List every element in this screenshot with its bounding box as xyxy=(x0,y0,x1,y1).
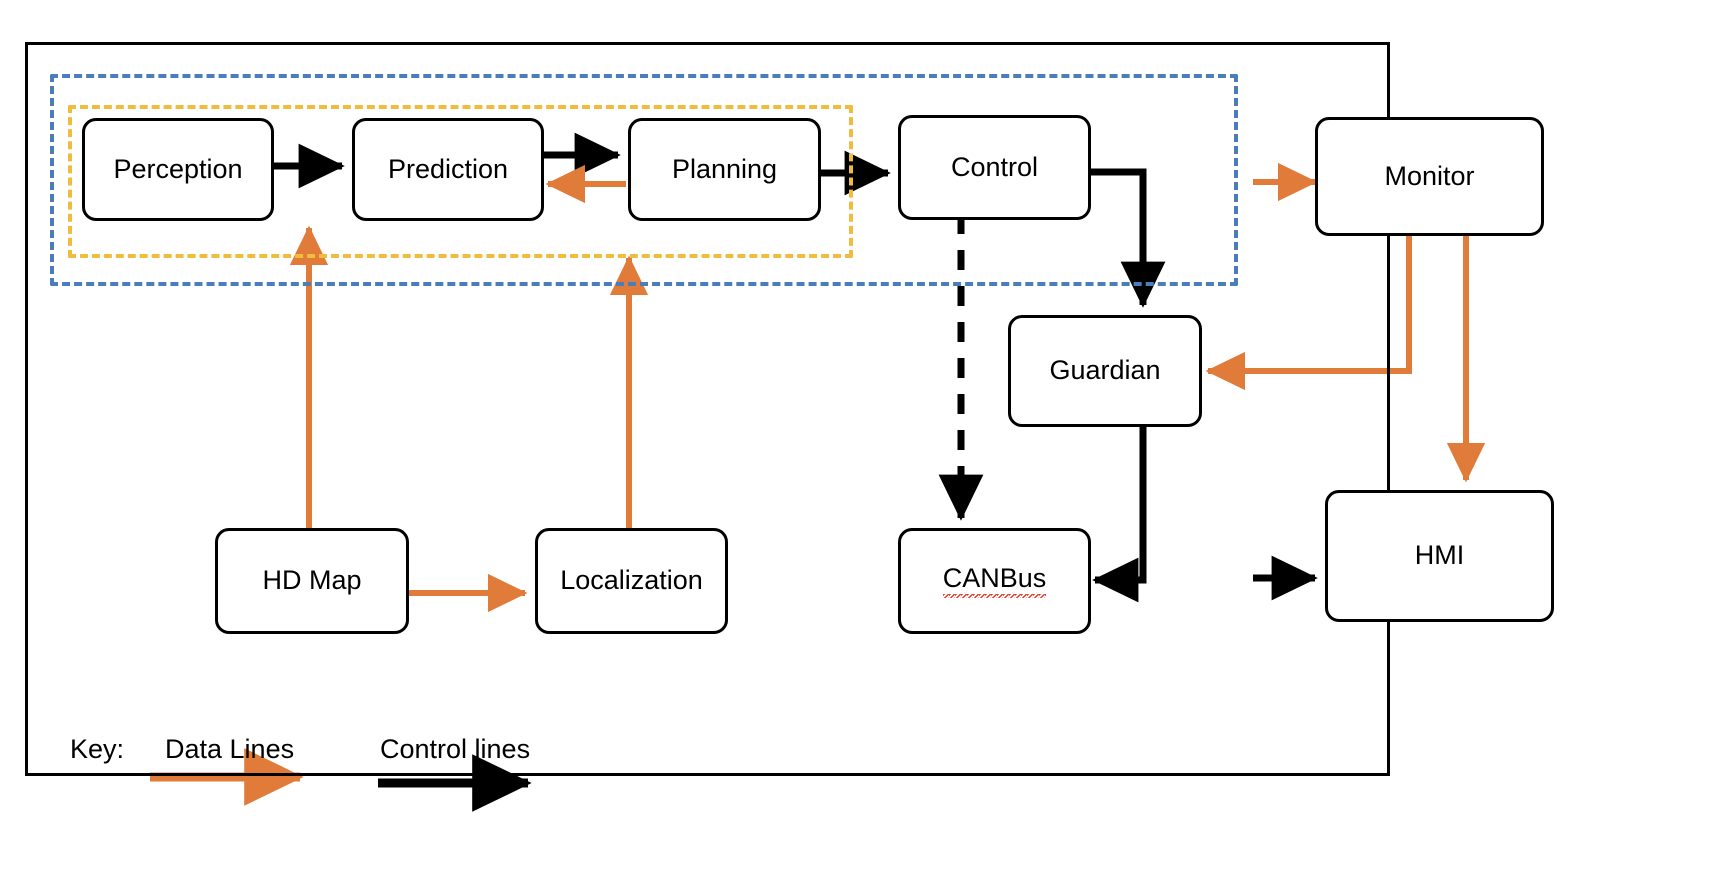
node-prediction[interactable]: Prediction xyxy=(352,118,544,221)
node-perception[interactable]: Perception xyxy=(82,118,274,221)
node-hmi-label: HMI xyxy=(1414,540,1465,571)
key-legend: Key: Data Lines Control lines xyxy=(70,722,690,822)
key-control-lines-label: Control lines xyxy=(380,734,531,764)
node-canbus[interactable]: CANBus xyxy=(898,528,1091,634)
system-boundary-container xyxy=(25,42,1390,776)
node-control[interactable]: Control xyxy=(898,115,1091,220)
node-perception-label: Perception xyxy=(113,153,243,184)
node-monitor[interactable]: Monitor xyxy=(1315,117,1544,236)
node-planning-label: Planning xyxy=(671,153,778,184)
key-title: Key: xyxy=(70,734,125,764)
node-monitor-label: Monitor xyxy=(1384,160,1475,191)
node-canbus-label: CANBus xyxy=(942,563,1047,599)
node-guardian[interactable]: Guardian xyxy=(1008,315,1202,427)
node-localization[interactable]: Localization xyxy=(535,528,728,634)
node-prediction-label: Prediction xyxy=(387,153,509,184)
node-localization-label: Localization xyxy=(560,565,703,596)
key-data-lines-label: Data Lines xyxy=(165,734,295,764)
node-control-label: Control xyxy=(950,151,1039,182)
node-guardian-label: Guardian xyxy=(1049,355,1161,386)
node-hd-map-label: HD Map xyxy=(262,565,362,596)
node-hd-map[interactable]: HD Map xyxy=(215,528,409,634)
node-planning[interactable]: Planning xyxy=(628,118,821,221)
node-hmi[interactable]: HMI xyxy=(1325,490,1554,622)
